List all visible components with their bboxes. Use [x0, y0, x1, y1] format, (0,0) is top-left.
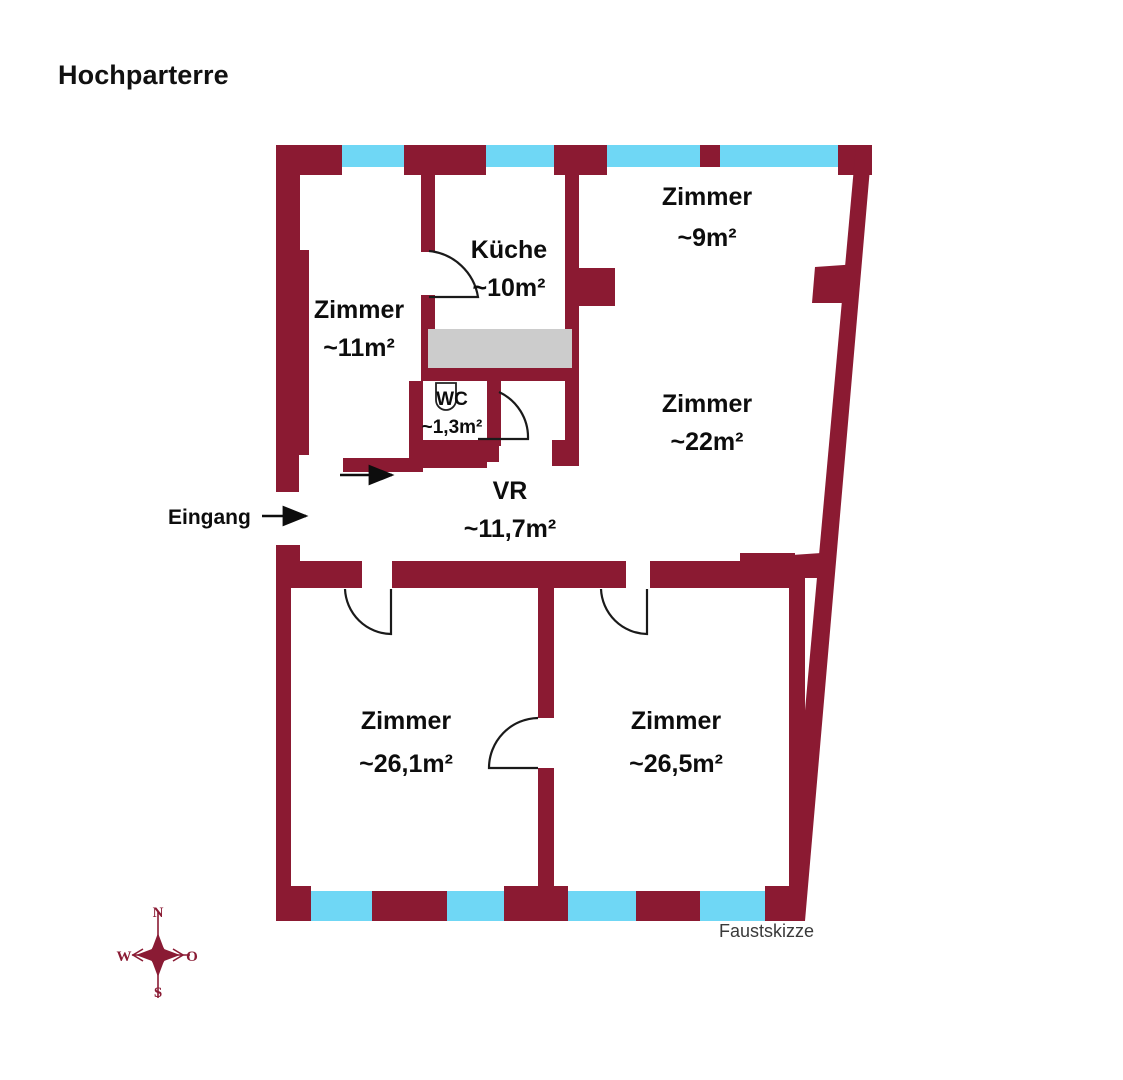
compass-chevron-east — [172, 948, 185, 962]
sketch-note: Faustskizze — [719, 921, 814, 941]
room-label-zimmer-9-name: Zimmer — [662, 183, 753, 211]
room-label-zimmer-261-area: ~26,1m² — [359, 750, 453, 778]
wall-vertical-kueche-left — [421, 160, 435, 252]
toilet-icon — [435, 382, 457, 411]
compass-star — [136, 933, 180, 977]
exterior-walls — [276, 145, 872, 921]
wall-vertical-kueche-right-stub — [552, 440, 579, 466]
wall-horizontal-divider-mid — [392, 561, 626, 588]
wall-horizontal-divider-right2 — [740, 553, 795, 588]
room-labels: Zimmer ~11m² Küche ~10m² WC ~1,3m² Zimme… — [314, 183, 753, 778]
compass-chevron-south — [151, 959, 165, 972]
room-label-zimmer-11-name: Zimmer — [314, 296, 405, 324]
wall-pier-bottom-2 — [372, 891, 447, 921]
room-label-zimmer-265-name: Zimmer — [631, 707, 722, 735]
room-label-zimmer-261-name: Zimmer — [361, 707, 452, 735]
wall-wc-right — [487, 381, 501, 446]
door-swing-zimmer-265 — [599, 588, 649, 636]
wall-horizontal-divider-right — [650, 561, 740, 588]
door-swings — [343, 249, 649, 770]
wall-horizontal-wc-bottom-2 — [421, 440, 499, 462]
wall-vertical-lower-divider-bottom — [538, 768, 554, 893]
wall-horizontal-wc-top — [421, 367, 579, 381]
wall-pier-bottom-3 — [504, 886, 568, 921]
room-label-kueche-name: Küche — [471, 236, 548, 264]
compass-label-north: N — [153, 905, 164, 921]
door-swing-zimmer-261 — [343, 588, 393, 636]
wall-pier-top-3 — [554, 145, 607, 175]
room-label-vr-area: ~11,7m² — [464, 515, 556, 543]
room-label-vr-name: VR — [493, 477, 528, 505]
wall-pier-bottom-1 — [276, 886, 311, 921]
entrance-label: Eingang — [168, 506, 251, 529]
wall-vertical-kueche-right — [565, 160, 579, 270]
room-label-zimmer-22-area: ~22m² — [671, 428, 744, 456]
room-label-wc-area: ~1,3m² — [422, 417, 483, 438]
compass-chevron-west — [131, 948, 144, 962]
wall-pier-top-2 — [404, 145, 486, 175]
wall-pier-bottom-4 — [636, 891, 700, 921]
room-label-zimmer-11-area: ~11m² — [323, 334, 395, 362]
wall-right-exterior — [786, 145, 872, 921]
wall-kueche-right-pilaster — [565, 268, 615, 306]
kitchen-counter-fixture — [428, 329, 572, 368]
wall-vertical-right-lower — [789, 578, 805, 898]
wall-left-lower-inner — [276, 545, 300, 565]
page-title: Hochparterre — [58, 60, 229, 90]
compass-label-west: W — [117, 949, 132, 965]
wall-right-pilaster — [812, 264, 858, 303]
room-label-zimmer-9-area: ~9m² — [677, 224, 736, 252]
arrows — [262, 464, 395, 527]
wall-vertical-lower-divider-top — [538, 588, 554, 718]
interior-walls — [291, 160, 805, 898]
door-swing-between-lower — [487, 716, 539, 770]
wall-right-jog — [789, 552, 836, 578]
wall-wc-left — [409, 381, 423, 461]
room-label-zimmer-265-area: ~26,5m² — [629, 750, 723, 778]
compass-label-east: O — [186, 949, 198, 965]
wall-pier-top-4 — [700, 145, 720, 167]
room-label-wc-name: WC — [436, 389, 468, 410]
door-swing-kueche — [428, 249, 480, 299]
wall-entrance-stub — [343, 458, 423, 472]
wall-left-exterior-lower — [276, 545, 300, 900]
compass-chevron-north — [151, 938, 165, 951]
room-label-zimmer-22-name: Zimmer — [662, 390, 753, 418]
door-swing-wc — [478, 391, 530, 441]
room-label-kueche-area: ~10m² — [473, 274, 546, 302]
compass-rose: N S W O — [117, 905, 198, 1001]
wall-horizontal-divider-left — [291, 561, 362, 588]
wall-left-exterior — [276, 145, 309, 492]
compass-label-south: S — [154, 985, 162, 1001]
